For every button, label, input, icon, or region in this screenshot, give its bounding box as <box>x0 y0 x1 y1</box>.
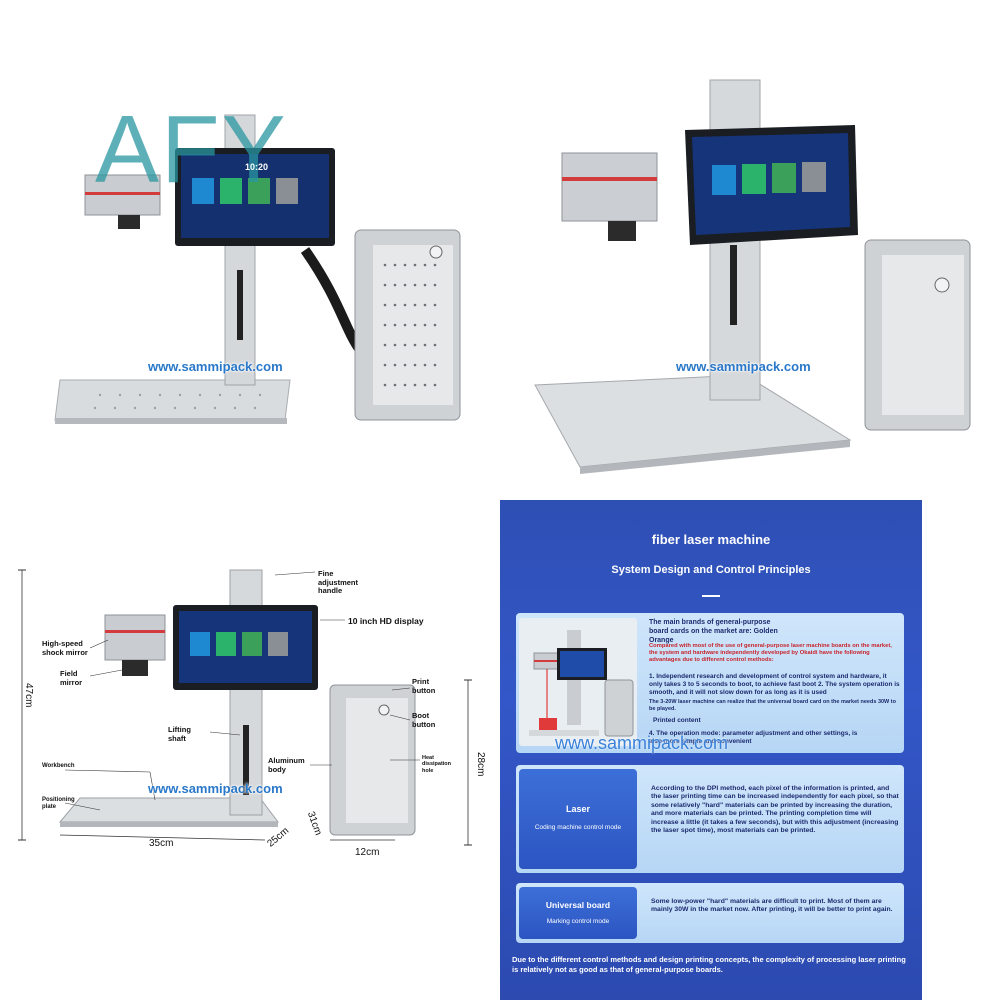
card-3-label: Universal board Marking control mode <box>519 887 637 939</box>
card-1-heading: The main brands of general-purpose board… <box>649 619 778 644</box>
info-card-2: Laser Coding machine control mode Accord… <box>516 765 904 873</box>
label-aluminum-body: Aluminum body <box>268 756 305 774</box>
card-3-label-title: Universal board <box>545 900 611 910</box>
label-fine-adjustment: Fine adjustment handle <box>318 569 359 596</box>
dim-height-case: 28cm <box>475 752 486 777</box>
watermark-site: www.sammipack.com <box>148 359 283 374</box>
card-1-note: The 3-20W laser machine can realize that… <box>649 699 896 712</box>
info-card-1: The main brands of general-purpose board… <box>516 613 904 753</box>
info-subtitle: System Design and Control Principles <box>611 564 811 576</box>
label-heat-hole: Heat dissipation hole <box>422 755 452 774</box>
info-footer: Due to the different control methods and… <box>512 955 906 974</box>
watermark-site-2: www.sammipack.com <box>676 359 811 374</box>
card-1-printed-content: Printed content <box>653 717 701 724</box>
card-2-label-title: Laser <box>565 804 591 814</box>
card-2-label: Laser Coding machine control mode <box>519 769 637 869</box>
label-field-mirror: Field mirror <box>60 669 83 687</box>
card-1-point-4: 4. The operation mode: parameter adjustm… <box>649 730 858 746</box>
product-photo-front <box>40 100 480 440</box>
watermark-site-3: www.sammipack.com <box>148 781 283 796</box>
label-positioning-plate: Positioning plate <box>42 797 75 810</box>
label-workbench: Workbench <box>42 763 75 769</box>
card-1-image <box>519 618 637 746</box>
card-2-text: According to the DPI method, each pixel … <box>651 785 899 835</box>
label-lifting-shaft: Lifting shaft <box>168 725 191 743</box>
label-print-button: Print button <box>412 677 436 695</box>
dim-width-case: 12cm <box>355 847 380 858</box>
card-1-point-1: 1. Independent research and development … <box>649 673 900 697</box>
machine-thumbnail <box>529 630 634 737</box>
info-title: fiber laser machine <box>651 532 771 547</box>
info-panel: fiber laser machine System Design and Co… <box>500 500 922 1000</box>
card-3-label-sub: Marking control mode <box>546 918 610 925</box>
laser-machine-illustration-angle <box>534 79 971 474</box>
dimension-diagram <box>10 560 490 880</box>
info-card-3: Universal board Marking control mode Som… <box>516 883 904 943</box>
afy-overlay-text: AFY <box>95 96 288 203</box>
product-photo-angle <box>530 75 980 475</box>
card-2-label-sub: Coding machine control mode <box>534 824 622 831</box>
laser-machine-illustration <box>54 114 461 424</box>
label-shock-mirror: High-speed shock mirror <box>42 639 88 657</box>
watermark-site-4: www.sammipack.com <box>555 733 729 753</box>
screen-time: 10:20 <box>245 162 269 172</box>
card-1-red-text: Compared with most of the use of general… <box>649 643 892 664</box>
dim-width-base: 35cm <box>149 838 174 849</box>
label-display: 10 inch HD display <box>348 616 424 626</box>
card-3-text: Some low-power "hard" materials are diff… <box>651 898 893 914</box>
dimension-diagram-drawing <box>18 569 472 846</box>
subtitle-divider <box>702 595 720 597</box>
dim-height-total: 47cm <box>23 683 34 708</box>
label-boot-button: Boot button <box>412 711 436 729</box>
